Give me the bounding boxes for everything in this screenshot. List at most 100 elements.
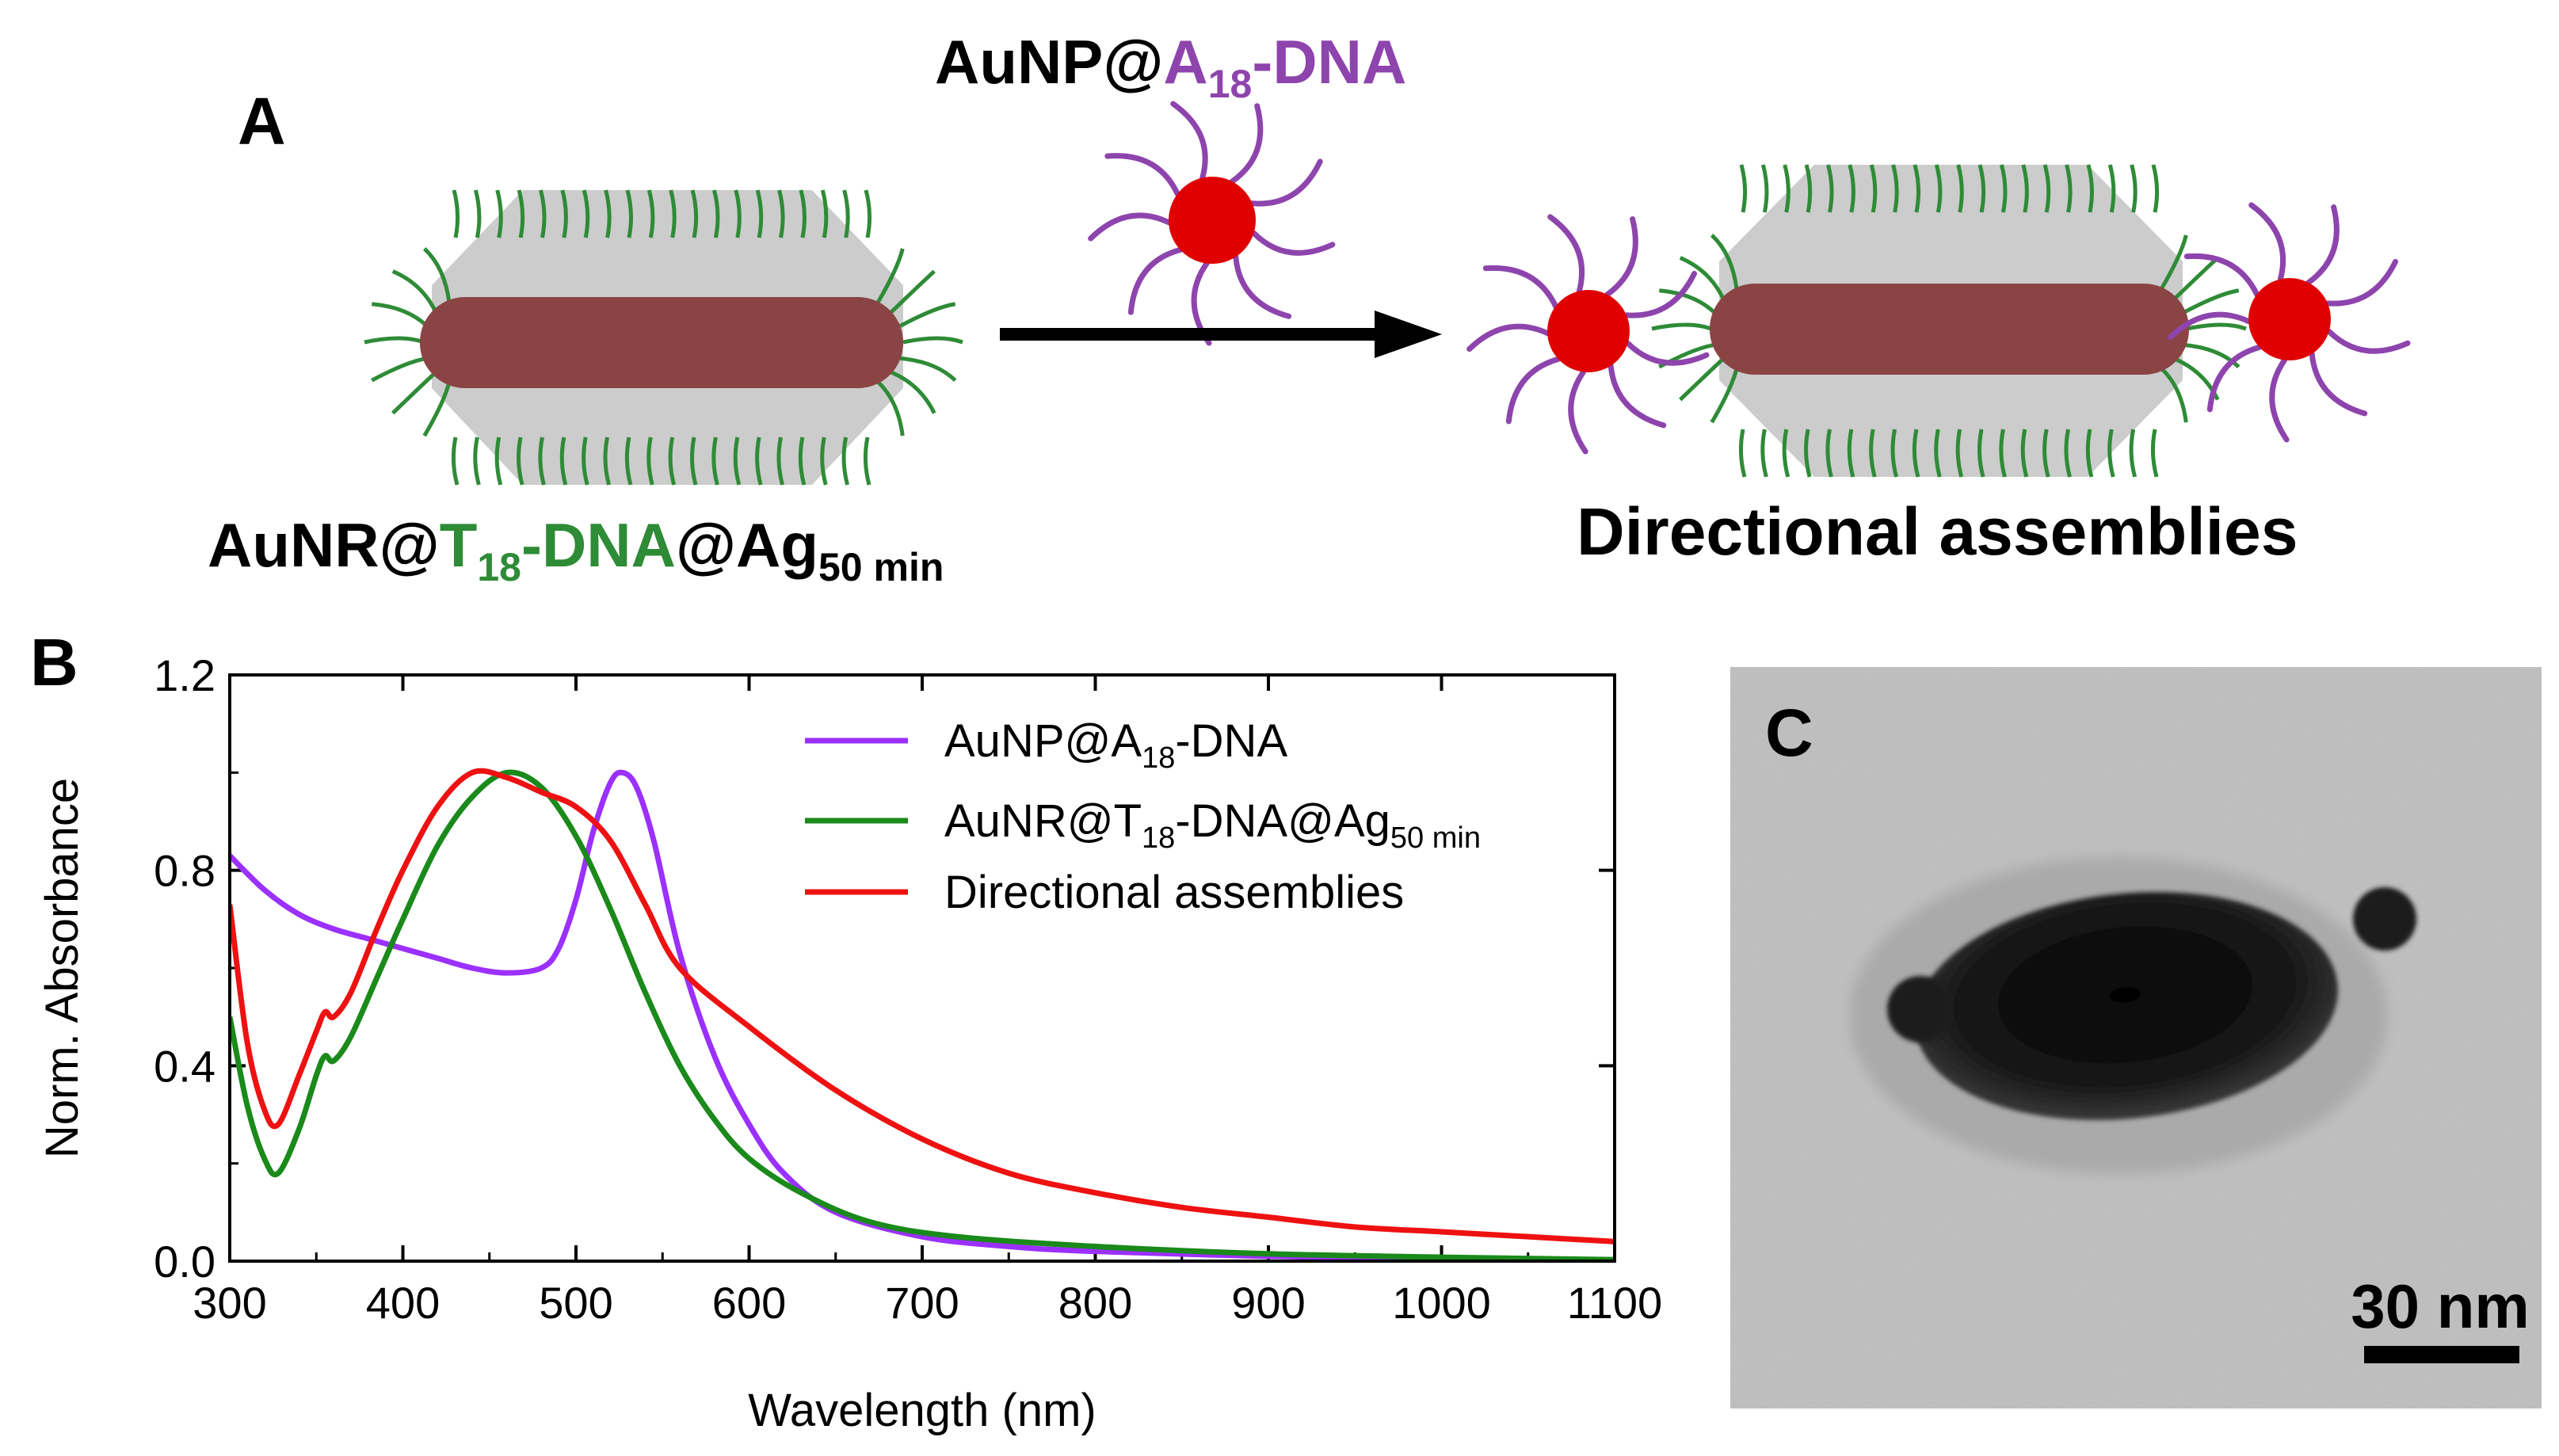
dna-strand [1847,429,1855,478]
dna-strand [1710,368,1739,424]
legend-label-aunr: AuNR@T18-DNA@Ag50 min [944,795,1481,855]
a18-dna-strand [2309,351,2368,417]
x-tick-label: 900 [1231,1278,1305,1328]
a18-dna-strand [1604,216,1638,298]
dna-strand [1738,429,1747,478]
dna-strand [371,356,428,383]
directional-assembly-schematic [1466,164,2411,478]
a18-dna-strand [2206,344,2263,413]
y-tick-label: 0.8 [154,846,215,896]
x-axis-label: Wavelength (nm) [748,1385,1096,1436]
dna-strand [1913,164,1920,213]
a18-dna-strand [1505,356,1562,425]
y-tick-label: 0.4 [154,1041,215,1091]
dna-strand [1890,429,1898,478]
product-aunp-left [1466,214,1710,455]
dna-strand [538,436,546,486]
dna-strand [2086,164,2094,213]
dna-strand [1739,164,1748,213]
dna-strand [1891,164,1899,213]
scale-bar-label: 30 nm [2351,1271,2529,1341]
tem-nanoparticle-right [2353,887,2416,951]
dna-strand [494,436,503,486]
scale-bar [2364,1346,2519,1363]
a18-dna-strand [2183,253,2260,298]
dna-strand [1783,164,1791,213]
panel-a-letter: A [238,84,286,158]
dna-strand [2021,164,2029,213]
gold-nanoparticle [1547,290,1630,372]
a18-dna-strand [1482,265,1559,310]
dna-strand [2020,429,2029,478]
dna-strand [668,436,677,486]
dna-strand [2186,322,2247,331]
dna-strand [902,336,963,345]
a18-dna-strand [1170,101,1208,181]
dna-strand [2064,429,2072,478]
dna-strand [1934,429,1942,478]
dna-strand [1977,164,1986,213]
dna-strand [690,436,698,486]
a18-dna-strand [2305,204,2340,286]
a18-dna-strand [2326,328,2411,354]
series-line [230,769,1615,1261]
dna-strand [2042,164,2051,213]
legend: AuNP@A18-DNA AuNR@T18-DNA@Ag50 min Direc… [805,715,1481,918]
dna-strand [473,436,481,486]
dna-strand [2183,342,2241,369]
a18-dna-strand [2324,258,2399,307]
dna-strand [1760,429,1768,478]
a18-dna-strand [1104,153,1180,197]
gold-nanoparticle [2248,278,2331,360]
x-tick-label: 1100 [1567,1278,1662,1328]
series-line [230,769,1615,1261]
dna-strand [364,336,425,345]
a18-dna-strand [1249,158,1323,207]
dna-strand [2085,429,2094,478]
dna-strand [776,436,784,486]
dna-strand [646,436,654,486]
reactant-label: AuNR@T18-DNA@Ag50 min [208,510,944,589]
tem-image-panel [1730,667,2542,1408]
dna-strand [777,189,785,238]
dna-strand [899,356,957,383]
dna-strand [560,189,568,238]
a18-dna-strand [1229,103,1264,185]
tem-micrograph [1730,667,2542,1408]
dna-strand [1679,357,1725,402]
a18-dna-strand [1088,212,1172,242]
dna-strand [669,189,677,238]
y-tick-label: 1.2 [154,650,215,700]
dna-strand [2159,234,2188,291]
dna-strand [841,436,850,486]
dna-strand [1804,164,1813,213]
dna-strand [799,189,807,238]
dna-strand [539,189,547,238]
dna-strand [1826,164,1834,213]
dna-strand [734,189,742,238]
dna-strand [1934,164,1943,213]
product-label: Directional assemblies [1577,494,2298,569]
x-tick-label: 800 [1058,1278,1132,1328]
a18-dna-strand [1466,323,1550,353]
panel-a: A AuNR@T18-DNA@Ag50 min AuNP@A18-DNA [208,27,2411,589]
dna-strand [422,247,452,303]
dna-strand [842,189,850,238]
dna-strand [755,189,764,238]
dna-strand [2129,429,2138,478]
dna-strand [372,302,429,328]
dna-strand [603,436,611,486]
dna-strand [1825,429,1833,478]
aunr-t18-dna-ag-schematic [364,189,963,486]
dna-strand [1679,256,1726,300]
dna-strand [1659,288,1716,314]
dna-strand [875,248,905,304]
dna-strand [1869,429,1877,478]
dna-strand [422,381,452,437]
dna-strand [2182,288,2240,314]
dna-strand [1869,164,1878,213]
dna-strand [2065,164,2073,213]
tem-nanoparticle-left [1887,976,1954,1042]
x-tick-label: 600 [712,1278,786,1328]
